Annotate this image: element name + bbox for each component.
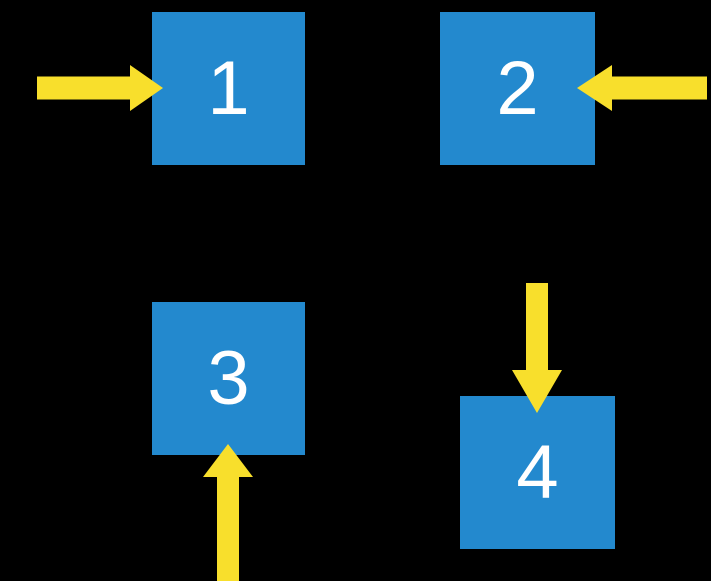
node-box-4-label: 4 bbox=[516, 429, 559, 515]
node-box-2[interactable]: 2 bbox=[440, 12, 595, 165]
node-box-2-label: 2 bbox=[496, 45, 539, 131]
node-box-3-label: 3 bbox=[207, 335, 250, 421]
arrow-shape bbox=[203, 444, 253, 581]
arrow-shape bbox=[512, 283, 562, 413]
node-box-1-label: 1 bbox=[207, 45, 250, 131]
arrow-shape bbox=[37, 65, 163, 111]
node-box-3[interactable]: 3 bbox=[152, 302, 305, 455]
node-box-4[interactable]: 4 bbox=[460, 396, 615, 549]
arrow-shape bbox=[577, 65, 707, 111]
node-box-1[interactable]: 1 bbox=[152, 12, 305, 165]
